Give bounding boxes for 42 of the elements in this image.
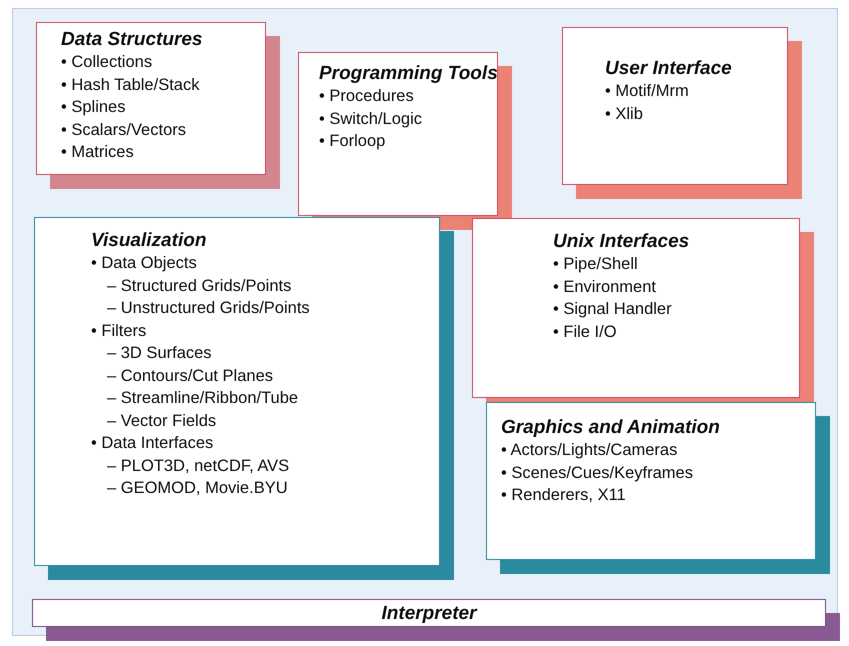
list-item: • Actors/Lights/Cameras	[501, 440, 678, 461]
box-heading: Data Structures	[61, 29, 204, 51]
module-box	[34, 217, 440, 566]
list-item: • Environment	[553, 276, 657, 298]
list-item: • Motif/Mrm	[605, 81, 690, 102]
box-heading: Visualization	[91, 230, 208, 252]
list-item: • Renderers, X11	[501, 485, 627, 506]
list-item: • Scalars/Vectors	[61, 120, 187, 140]
box-heading: Interpreter	[380, 603, 478, 625]
box-heading: Unix Interfaces	[553, 231, 690, 253]
list-item: – Structured Grids/Points	[106, 276, 292, 296]
list-item: • Xlib	[605, 104, 644, 124]
module-box	[486, 402, 816, 560]
module-box	[36, 22, 266, 175]
list-item: • Collections	[61, 52, 154, 73]
list-item: – PLOT3D, netCDF, AVS	[106, 456, 290, 476]
list-item: • Scenes/Cues/Keyframes	[501, 462, 694, 484]
list-item: – 3D Surfaces	[106, 343, 213, 364]
box-heading: Programming Tools	[319, 63, 497, 85]
list-item: • Filters	[91, 320, 148, 342]
list-item: • Matrices	[61, 142, 135, 163]
list-item: • Signal Handler	[553, 299, 673, 320]
list-item: – Vector Fields	[106, 410, 218, 432]
list-item: • Hash Table/Stack	[61, 74, 200, 96]
list-item: • Procedures	[319, 86, 415, 107]
list-item: • Pipe/Shell	[553, 254, 639, 275]
list-item: • Splines	[61, 97, 126, 118]
module-box	[562, 27, 788, 185]
list-item: – GEOMOD, Movie.BYU	[106, 478, 289, 499]
list-item: – Contours/Cut Planes	[106, 366, 274, 386]
module-box	[472, 218, 800, 398]
list-item: • Forloop	[319, 131, 386, 152]
box-heading: User Interface	[605, 58, 733, 80]
module-box	[32, 599, 826, 627]
list-item: • Switch/Logic	[319, 108, 423, 130]
module-box	[298, 52, 498, 216]
list-item: • Data Interfaces	[91, 433, 214, 454]
list-item: • File I/O	[553, 322, 618, 342]
list-item: • Data Objects	[91, 253, 198, 274]
box-heading: Graphics and Animation	[501, 417, 721, 439]
list-item: – Unstructured Grids/Points	[106, 298, 311, 319]
list-item: – Streamline/Ribbon/Tube	[106, 388, 300, 409]
